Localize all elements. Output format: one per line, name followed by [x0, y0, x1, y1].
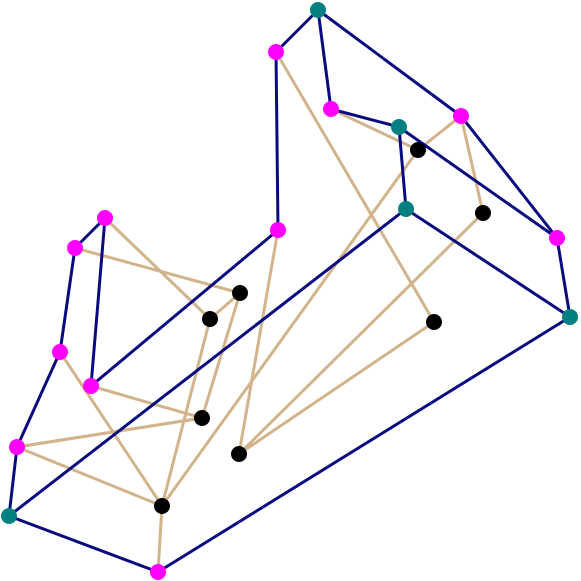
edge-b5-b7 [200, 291, 242, 420]
edges-layer [7, 8, 572, 574]
node-m3 [453, 108, 469, 124]
node-m4 [270, 222, 286, 238]
node-t1 [310, 2, 326, 18]
edge-t3-t4 [404, 207, 572, 319]
edge-b4-m4 [237, 228, 280, 456]
edge-m1-b1 [274, 50, 436, 324]
node-m5 [549, 230, 565, 246]
edge-m4-m9 [89, 228, 280, 388]
edge-t4-m11 [156, 315, 572, 574]
edge-m10-t5 [7, 445, 19, 518]
edge-m8-m10 [15, 350, 62, 449]
node-t2 [391, 119, 407, 135]
node-m6 [97, 210, 113, 226]
node-m1 [268, 44, 284, 60]
edge-m10-b7 [15, 416, 204, 449]
node-b7 [194, 410, 210, 426]
node-m7 [67, 240, 83, 256]
node-t5 [1, 508, 17, 524]
edge-m5-t4 [555, 236, 572, 319]
edge-b8-m11 [156, 504, 164, 574]
edge-t2-t3 [397, 125, 408, 211]
node-m2 [323, 101, 339, 117]
edge-m7-m8 [58, 246, 77, 354]
node-b2 [475, 205, 491, 221]
node-m8 [52, 344, 68, 360]
edge-t2-m5 [397, 125, 559, 240]
node-b3 [410, 142, 426, 158]
node-t4 [562, 309, 578, 325]
edge-m2-b3 [329, 107, 420, 152]
node-b1 [426, 314, 442, 330]
edge-m8-b8 [58, 350, 164, 508]
node-b8 [154, 498, 170, 514]
edge-t1-m3 [316, 8, 463, 118]
edge-m3-b2 [459, 114, 485, 215]
node-b6 [202, 311, 218, 327]
edge-m6-b6 [103, 216, 212, 321]
edge-t1-m1 [274, 8, 320, 54]
node-b4 [231, 446, 247, 462]
edge-m1-m4 [274, 50, 280, 232]
node-t3 [398, 201, 414, 217]
node-m11 [150, 564, 166, 580]
edge-m3-m5 [459, 114, 559, 240]
edge-m6-m9 [89, 216, 107, 388]
node-m10 [9, 439, 25, 455]
edge-b2-b4 [237, 211, 485, 456]
edge-b8-b3 [160, 148, 420, 508]
edge-m2-t2 [329, 107, 401, 129]
edge-m11-t5 [7, 514, 160, 574]
edge-t1-m2 [316, 8, 333, 111]
node-b5 [232, 285, 248, 301]
node-m9 [83, 378, 99, 394]
edge-t3-t5 [7, 207, 408, 518]
edge-m10-b8 [15, 445, 164, 508]
edge-m9-b7 [89, 384, 204, 420]
edge-b1-b4 [237, 320, 436, 456]
